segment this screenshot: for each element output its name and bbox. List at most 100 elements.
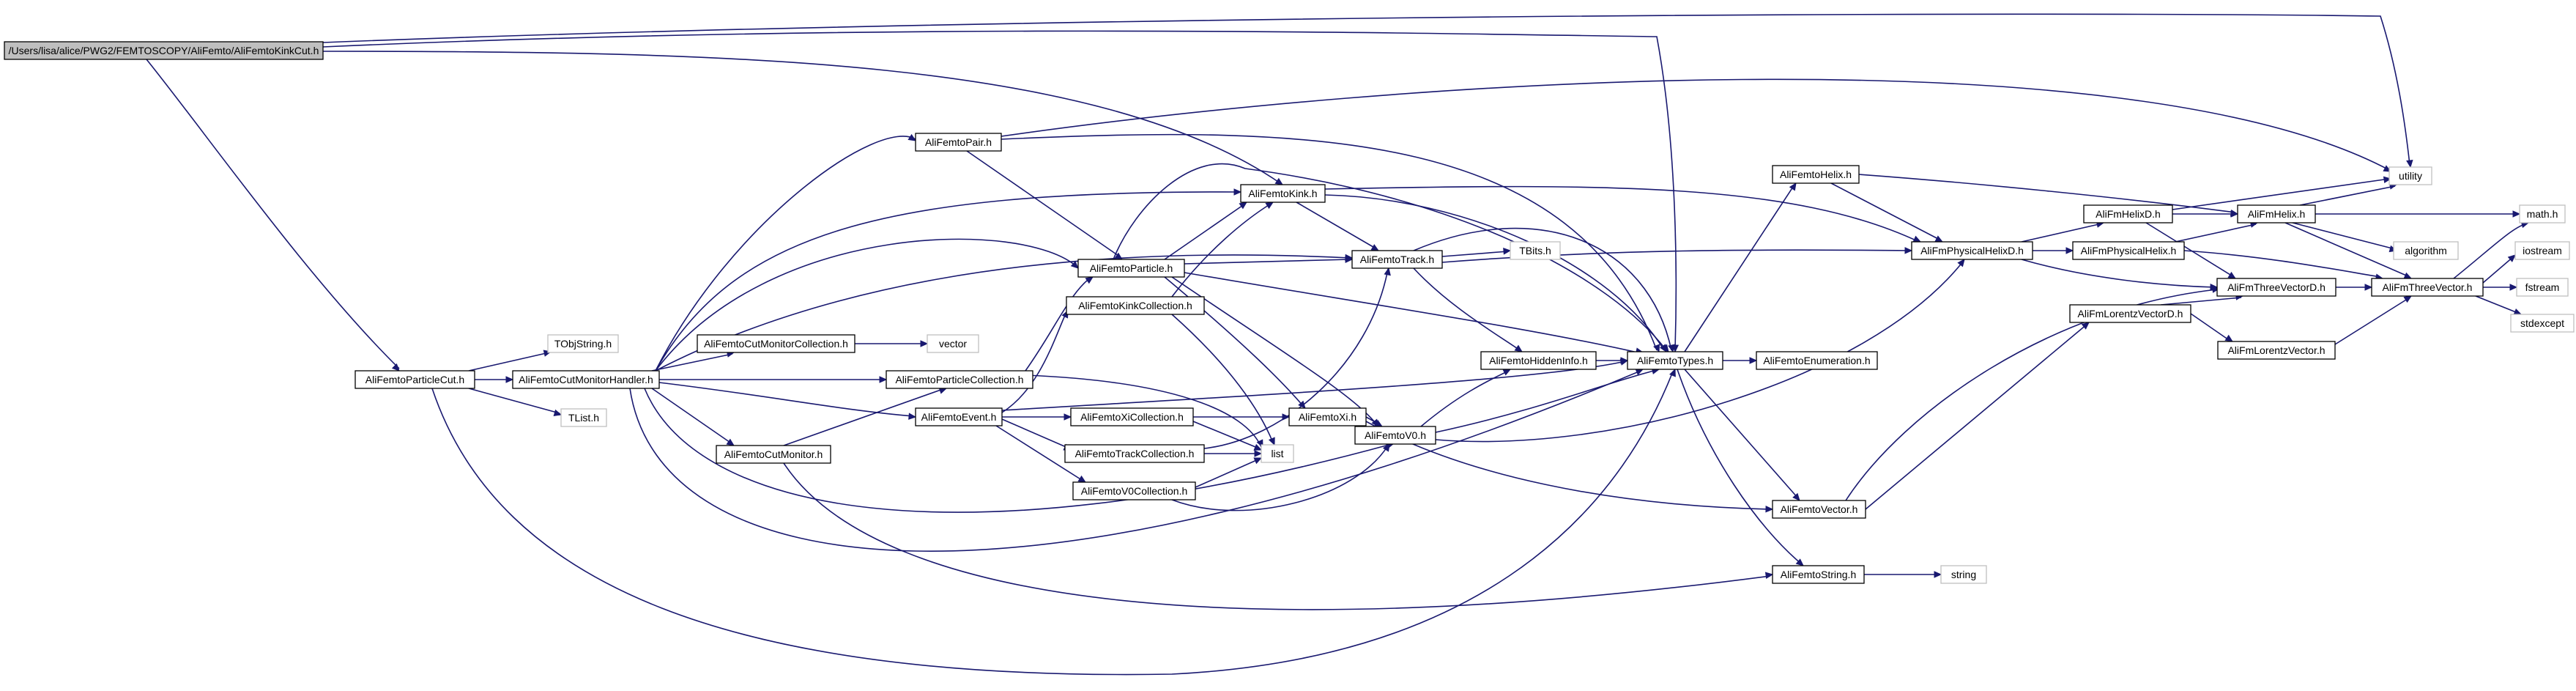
dependency-edge xyxy=(1413,227,1672,351)
node-physical-helix[interactable]: AliFmPhysicalHelix.h xyxy=(2072,241,2185,260)
svg-text:AliFemtoKink.h: AliFemtoKink.h xyxy=(1248,188,1317,199)
edge-arrowhead xyxy=(920,340,929,347)
dependency-edge xyxy=(651,388,733,445)
svg-text:/Users/lisa/alice/PWG2/FEMTOSC: /Users/lisa/alice/PWG2/FEMTOSCOPY/AliFem… xyxy=(9,45,319,56)
edge-arrowhead xyxy=(1764,572,1774,579)
node-kink[interactable]: AliFemtoKink.h xyxy=(1240,184,1326,203)
node-three-vector-d[interactable]: AliFmThreeVectorD.h xyxy=(2216,278,2336,297)
edge-arrowhead xyxy=(1254,450,1263,457)
dependency-edge xyxy=(1845,289,2218,501)
edge-arrowhead xyxy=(2227,271,2237,279)
edge-arrowhead xyxy=(2230,210,2239,218)
edge-arrowhead xyxy=(1239,202,1248,210)
dependency-edge xyxy=(1441,251,1509,257)
node-kink-collection[interactable]: AliFemtoKinkCollection.h xyxy=(1066,296,1205,315)
node-enumeration[interactable]: AliFemtoEnumeration.h xyxy=(1756,351,1878,370)
node-femto-vector[interactable]: AliFemtoVector.h xyxy=(1772,500,1866,519)
svg-text:AliFemtoXiCollection.h: AliFemtoXiCollection.h xyxy=(1080,411,1184,423)
edge-arrowhead xyxy=(1792,492,1800,501)
edge-arrowhead xyxy=(1268,437,1275,446)
edge-arrowhead xyxy=(1514,344,1523,352)
dependency-edge xyxy=(655,136,916,372)
node-lorentz-vector-d[interactable]: AliFmLorentzVectorD.h xyxy=(2069,304,2191,323)
node-hidden-info[interactable]: AliFemtoHiddenInfo.h xyxy=(1480,351,1597,370)
node-fstream[interactable]: fstream xyxy=(2516,278,2569,297)
node-pair[interactable]: AliFemtoPair.h xyxy=(915,133,1002,152)
node-lorentz-vector[interactable]: AliFmLorentzVector.h xyxy=(2217,341,2336,360)
node-vector[interactable]: vector xyxy=(927,334,979,353)
dependency-edge xyxy=(1684,184,1795,352)
dependency-edge xyxy=(1025,276,1092,372)
node-three-vector[interactable]: AliFmThreeVector.h xyxy=(2371,278,2484,297)
svg-text:string: string xyxy=(1951,569,1976,580)
edge-arrowhead xyxy=(726,438,735,446)
node-utility[interactable]: utility xyxy=(2388,166,2432,185)
edge-arrowhead xyxy=(1749,357,1758,364)
edge-arrowhead xyxy=(879,376,888,383)
edge-arrowhead xyxy=(1384,267,1391,276)
node-cut-monitor-handler[interactable]: AliFemtoCutMonitorHandler.h xyxy=(512,370,660,389)
dependency-edge xyxy=(1001,133,1658,351)
node-track-collection[interactable]: AliFemtoTrackCollection.h xyxy=(1064,444,1205,463)
node-math[interactable]: math.h xyxy=(2519,204,2566,223)
dependency-edge xyxy=(1324,185,1920,243)
node-stdexcept[interactable]: stdexcept xyxy=(2510,314,2575,333)
edge-arrowhead xyxy=(1382,443,1390,452)
edge-arrowhead xyxy=(1669,368,1676,377)
node-xi[interactable]: AliFemtoXi.h xyxy=(1288,407,1367,426)
node-tlist[interactable]: TList.h xyxy=(560,408,607,427)
edge-arrowhead xyxy=(2210,283,2219,291)
node-cut-monitor-collection[interactable]: AliFemtoCutMonitorCollection.h xyxy=(697,334,855,353)
svg-text:AliFemtoTrackCollection.h: AliFemtoTrackCollection.h xyxy=(1075,448,1195,459)
edge-arrowhead xyxy=(1795,558,1804,566)
dependency-edge xyxy=(655,254,1351,372)
edge-arrowhead xyxy=(2081,322,2090,330)
dependency-edge xyxy=(1171,314,1274,443)
dependency-edge xyxy=(1001,418,1070,449)
node-aliFemtoParticleCut[interactable]: AliFemtoParticleCut.h xyxy=(355,370,475,389)
node-iostream[interactable]: iostream xyxy=(2514,241,2570,260)
node-particle-collection[interactable]: AliFemtoParticleCollection.h xyxy=(886,370,1033,389)
dependency-edge xyxy=(995,425,1085,482)
edge-arrowhead xyxy=(908,413,917,420)
node-helix-d[interactable]: AliFmHelixD.h xyxy=(2083,204,2173,223)
dependency-edge xyxy=(1113,163,1667,351)
edge-arrowhead xyxy=(1070,261,1079,269)
edge-arrowhead xyxy=(505,376,514,383)
root-node[interactable]: /Users/lisa/alice/PWG2/FEMTOSCOPY/AliFem… xyxy=(4,41,324,60)
dependency-edge xyxy=(1184,259,1351,265)
edge-arrowhead xyxy=(2224,334,2234,342)
node-v0-collection[interactable]: AliFemtoV0Collection.h xyxy=(1072,481,1196,500)
node-string[interactable]: string xyxy=(1940,565,1987,584)
edge-arrowhead xyxy=(1077,475,1087,483)
dependency-edge xyxy=(2021,223,2103,243)
node-event[interactable]: AliFemtoEvent.h xyxy=(915,407,1003,426)
node-femto-string[interactable]: AliFemtoString.h xyxy=(1772,565,1865,584)
node-track[interactable]: AliFemtoTrack.h xyxy=(1351,250,1443,269)
dependency-edge xyxy=(1171,203,1272,298)
node-v0[interactable]: AliFemtoV0.h xyxy=(1354,426,1436,445)
edge-arrowhead xyxy=(1345,256,1354,264)
edge-arrowhead xyxy=(907,133,917,141)
node-physical-helix-d[interactable]: AliFmPhysicalHelixD.h xyxy=(1911,241,2033,260)
svg-text:vector: vector xyxy=(939,338,967,350)
svg-text:AliFemtoVector.h: AliFemtoVector.h xyxy=(1781,503,1858,515)
node-particle[interactable]: AliFemtoParticle.h xyxy=(1077,259,1185,278)
node-tobjstring[interactable]: TObjString.h xyxy=(547,334,619,353)
node-tbits[interactable]: TBits.h xyxy=(1510,241,1561,260)
node-types[interactable]: AliFemtoTypes.h xyxy=(1627,351,1723,370)
dependency-edge xyxy=(2160,297,2242,306)
node-algorithm[interactable]: algorithm xyxy=(2393,241,2459,260)
node-cut-monitor[interactable]: AliFemtoCutMonitor.h xyxy=(716,445,831,464)
dependency-edge xyxy=(644,388,1392,513)
dependency-edge xyxy=(2453,223,2528,279)
edge-arrowhead xyxy=(1620,357,1629,364)
node-xi-collection[interactable]: AliFemtoXiCollection.h xyxy=(1070,407,1194,426)
node-fm-helix[interactable]: AliFmHelix.h xyxy=(2237,204,2316,223)
node-femto-helix[interactable]: AliFemtoHelix.h xyxy=(1772,165,1860,184)
dependency-edge xyxy=(2482,256,2514,284)
svg-text:algorithm: algorithm xyxy=(2405,245,2447,256)
edge-arrowhead xyxy=(1253,443,1263,451)
node-list[interactable]: list xyxy=(1261,444,1294,463)
dependency-edge xyxy=(1435,369,1658,433)
